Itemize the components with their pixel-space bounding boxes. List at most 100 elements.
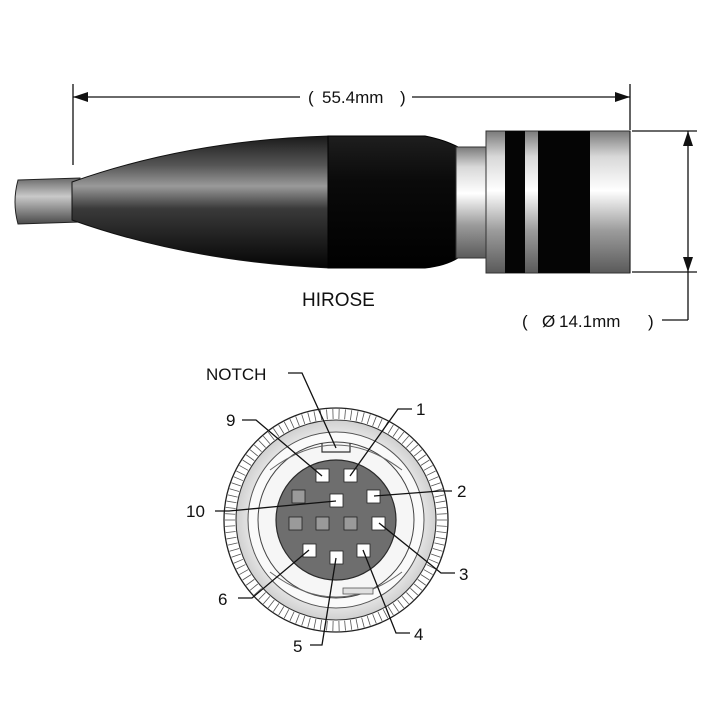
knurl-tick	[301, 414, 306, 425]
knurl-tick	[410, 587, 419, 596]
knurl-tick	[406, 592, 414, 600]
knurl-tick	[413, 449, 423, 457]
knurl-tick	[355, 618, 359, 629]
knurl-tick	[349, 410, 353, 421]
knurl-tick	[313, 411, 317, 422]
knurl-tick	[397, 431, 405, 441]
notch	[321, 443, 351, 453]
knurl-tick	[242, 574, 252, 581]
knurl-tick	[426, 470, 436, 476]
knurl-tick	[326, 620, 328, 631]
knurl-tick	[258, 440, 266, 448]
knurl-tick	[226, 500, 237, 504]
pin-5-contact	[329, 550, 344, 565]
knurl-tick	[410, 444, 419, 453]
knurl-tick	[267, 431, 275, 441]
knurl-tick	[229, 488, 240, 492]
grip-band	[505, 131, 525, 273]
knurl-tick	[253, 587, 262, 596]
pin-label-10: 10	[186, 502, 205, 521]
knurl-tick	[436, 506, 447, 509]
knurl-tick	[377, 611, 383, 622]
knurl-tick	[273, 428, 280, 437]
knurl-tick	[430, 482, 441, 487]
pin-grey-contact	[288, 516, 303, 531]
knurl-tick	[231, 553, 242, 558]
diameter-dimension: ( Ø 14.1mm )	[522, 130, 697, 331]
knurl-tick	[406, 440, 414, 448]
knurl-tick	[225, 525, 236, 527]
knurl-tick	[231, 482, 242, 487]
knurl-tick	[355, 411, 359, 422]
pin-grey-contact	[315, 516, 330, 531]
knurl-tick	[319, 619, 323, 630]
pin-label-1: 1	[416, 400, 425, 419]
pin-label-5: 5	[293, 637, 302, 656]
knurl-tick	[239, 465, 249, 471]
knurl-tick	[326, 409, 328, 420]
connector-body	[327, 135, 459, 269]
knurl-tick	[295, 416, 300, 427]
knurl-tick	[397, 599, 405, 609]
knurl-tick	[417, 579, 427, 586]
knurl-tick	[225, 506, 236, 509]
pin-label-9: 9	[226, 411, 235, 430]
knurl-tick	[430, 553, 441, 558]
pin-10-contact	[329, 493, 344, 508]
pin-grey-contact	[291, 489, 306, 504]
connector-neck	[455, 146, 489, 259]
dimension-paren-open: (	[308, 88, 314, 107]
knurl-tick	[420, 459, 430, 466]
knurl-tick	[225, 513, 236, 515]
pin-6-contact	[302, 543, 317, 558]
knurl-tick	[249, 583, 259, 591]
knurl-tick	[278, 424, 285, 434]
diameter-value: 14.1mm	[559, 312, 620, 331]
knurl-tick	[307, 617, 311, 628]
dimension-paren-open: (	[522, 312, 528, 331]
connector-side-view	[14, 130, 631, 274]
connector-face-view	[223, 407, 449, 633]
knurl-tick	[289, 418, 295, 429]
knurl-tick	[242, 459, 252, 466]
knurl-tick	[428, 558, 439, 564]
knurl-tick	[361, 412, 365, 423]
notch-label: NOTCH	[206, 365, 266, 384]
pin-3-contact	[371, 516, 386, 531]
knurl-tick	[372, 416, 377, 427]
knurl-tick	[435, 536, 446, 540]
knurl-tick	[301, 615, 306, 626]
knurl-tick	[227, 542, 238, 546]
knurl-tick	[435, 500, 446, 504]
knurl-tick	[295, 613, 300, 624]
knurl-tick	[392, 428, 399, 437]
knurl-tick	[263, 435, 271, 444]
pin-label-6: 6	[218, 590, 227, 609]
knurl-tick	[361, 617, 365, 628]
knurl-tick	[387, 424, 394, 434]
knurl-tick	[344, 620, 346, 631]
knurl-tick	[413, 583, 423, 591]
leader-lines	[215, 372, 455, 646]
knurl-tick	[417, 454, 427, 461]
knurl-tick	[236, 470, 246, 476]
knurl-tick	[436, 513, 447, 515]
knurl-tick	[387, 606, 394, 616]
knurl-ring	[225, 409, 447, 631]
knurl-tick	[434, 542, 445, 546]
knurl-tick	[236, 564, 246, 570]
knurl-tick	[349, 619, 353, 630]
knurl-tick	[423, 569, 433, 575]
knurl-tick	[313, 618, 317, 629]
length-dimension: ( 55.4mm )	[72, 84, 631, 165]
knurl-tick	[372, 613, 377, 624]
knurl-tick	[436, 525, 447, 527]
pin-grey-contact	[343, 516, 358, 531]
knurl-tick	[226, 536, 237, 540]
knurl-tick	[233, 476, 244, 482]
knurl-tick	[344, 409, 346, 420]
knurl-tick	[434, 494, 445, 498]
pin-contacts	[288, 468, 386, 565]
knurl-tick	[377, 418, 383, 429]
